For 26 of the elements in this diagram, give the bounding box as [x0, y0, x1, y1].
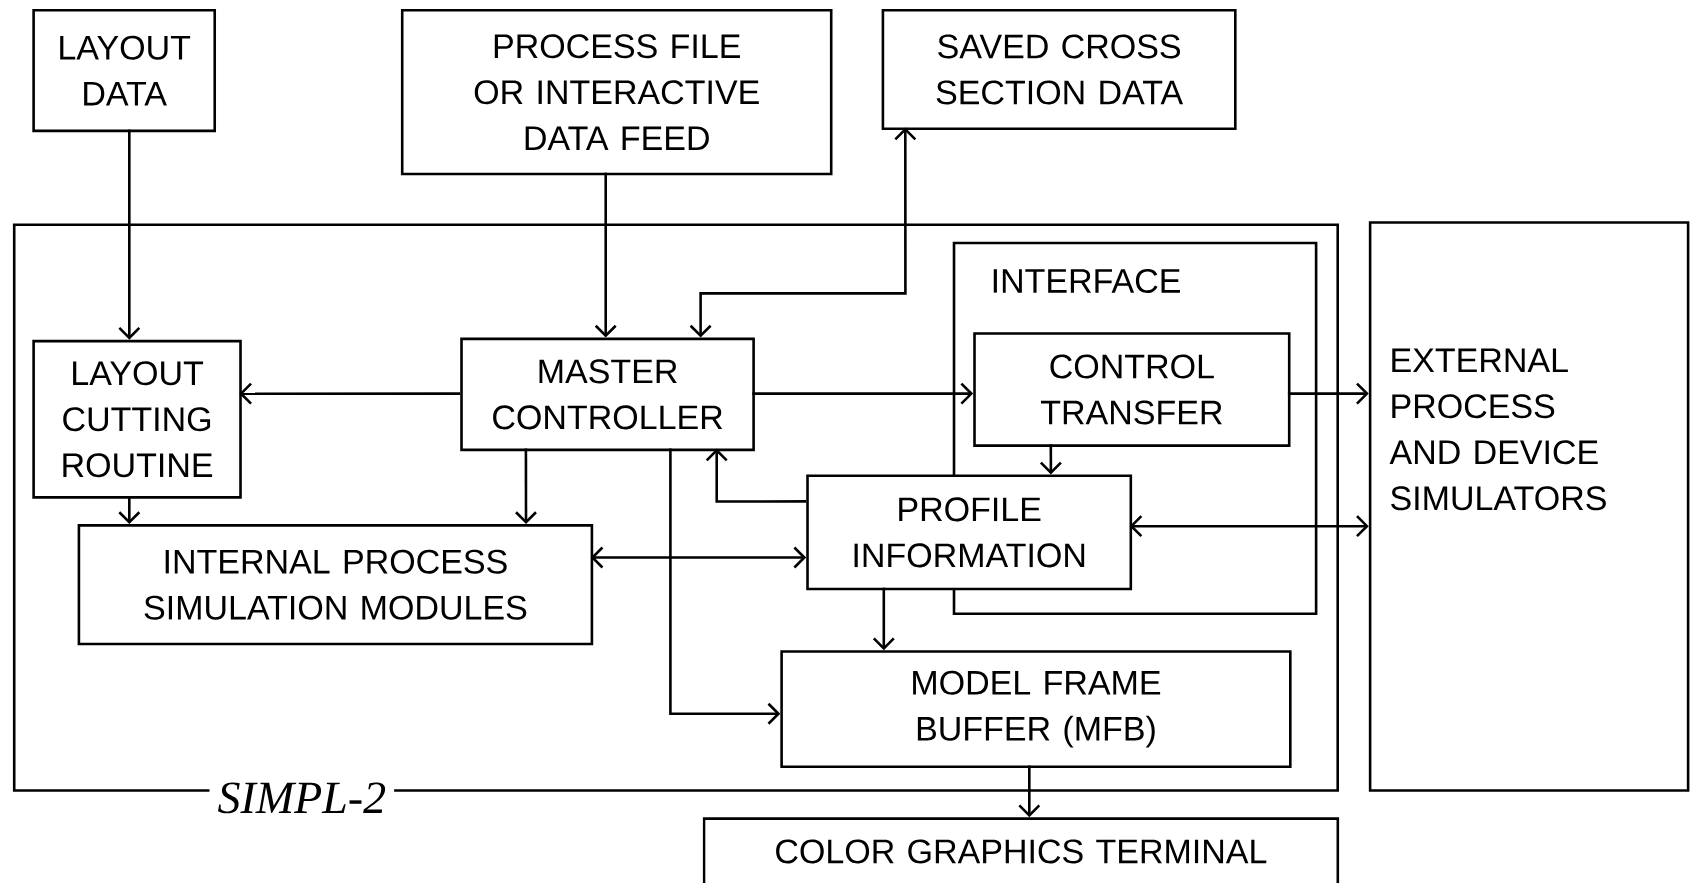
arrow: [1018, 765, 1041, 818]
arrow: [594, 172, 617, 338]
process-box: MODEL FRAME BUFFER (MFB): [780, 650, 1292, 769]
arrow: [1129, 515, 1369, 538]
arrow: [118, 496, 141, 525]
simulator-box: EXTERNAL PROCESS AND DEVICE SIMULATORS: [1368, 221, 1690, 792]
arrow: [515, 448, 537, 525]
arrow: [1039, 444, 1062, 475]
arrow: [669, 448, 781, 725]
input-box: PROCESS FILE OR INTERACTIVE DATA FEED: [400, 8, 833, 176]
process-box: CONTROL TRANSFER: [973, 332, 1291, 447]
arrow: [118, 129, 141, 340]
arrow: [590, 546, 807, 569]
arrow: [239, 382, 461, 405]
input-box: LAYOUT DATA: [32, 8, 216, 133]
process-box: MASTER CONTROLLER: [460, 337, 755, 452]
arrow: [1287, 382, 1369, 405]
arrow: [872, 587, 895, 651]
arrow: [689, 127, 917, 338]
arrow: [705, 448, 807, 503]
input-box: SAVED CROSS SECTION DATA: [881, 8, 1237, 131]
process-box: LAYOUT CUTTING ROUTINE: [32, 339, 242, 499]
arrow: [752, 382, 974, 405]
process-box: INTERNAL PROCESS SIMULATION MODULES: [77, 524, 594, 646]
process-box: PROFILE INFORMATION: [806, 474, 1133, 591]
output-box: COLOR GRAPHICS TERMINAL: [702, 817, 1340, 883]
